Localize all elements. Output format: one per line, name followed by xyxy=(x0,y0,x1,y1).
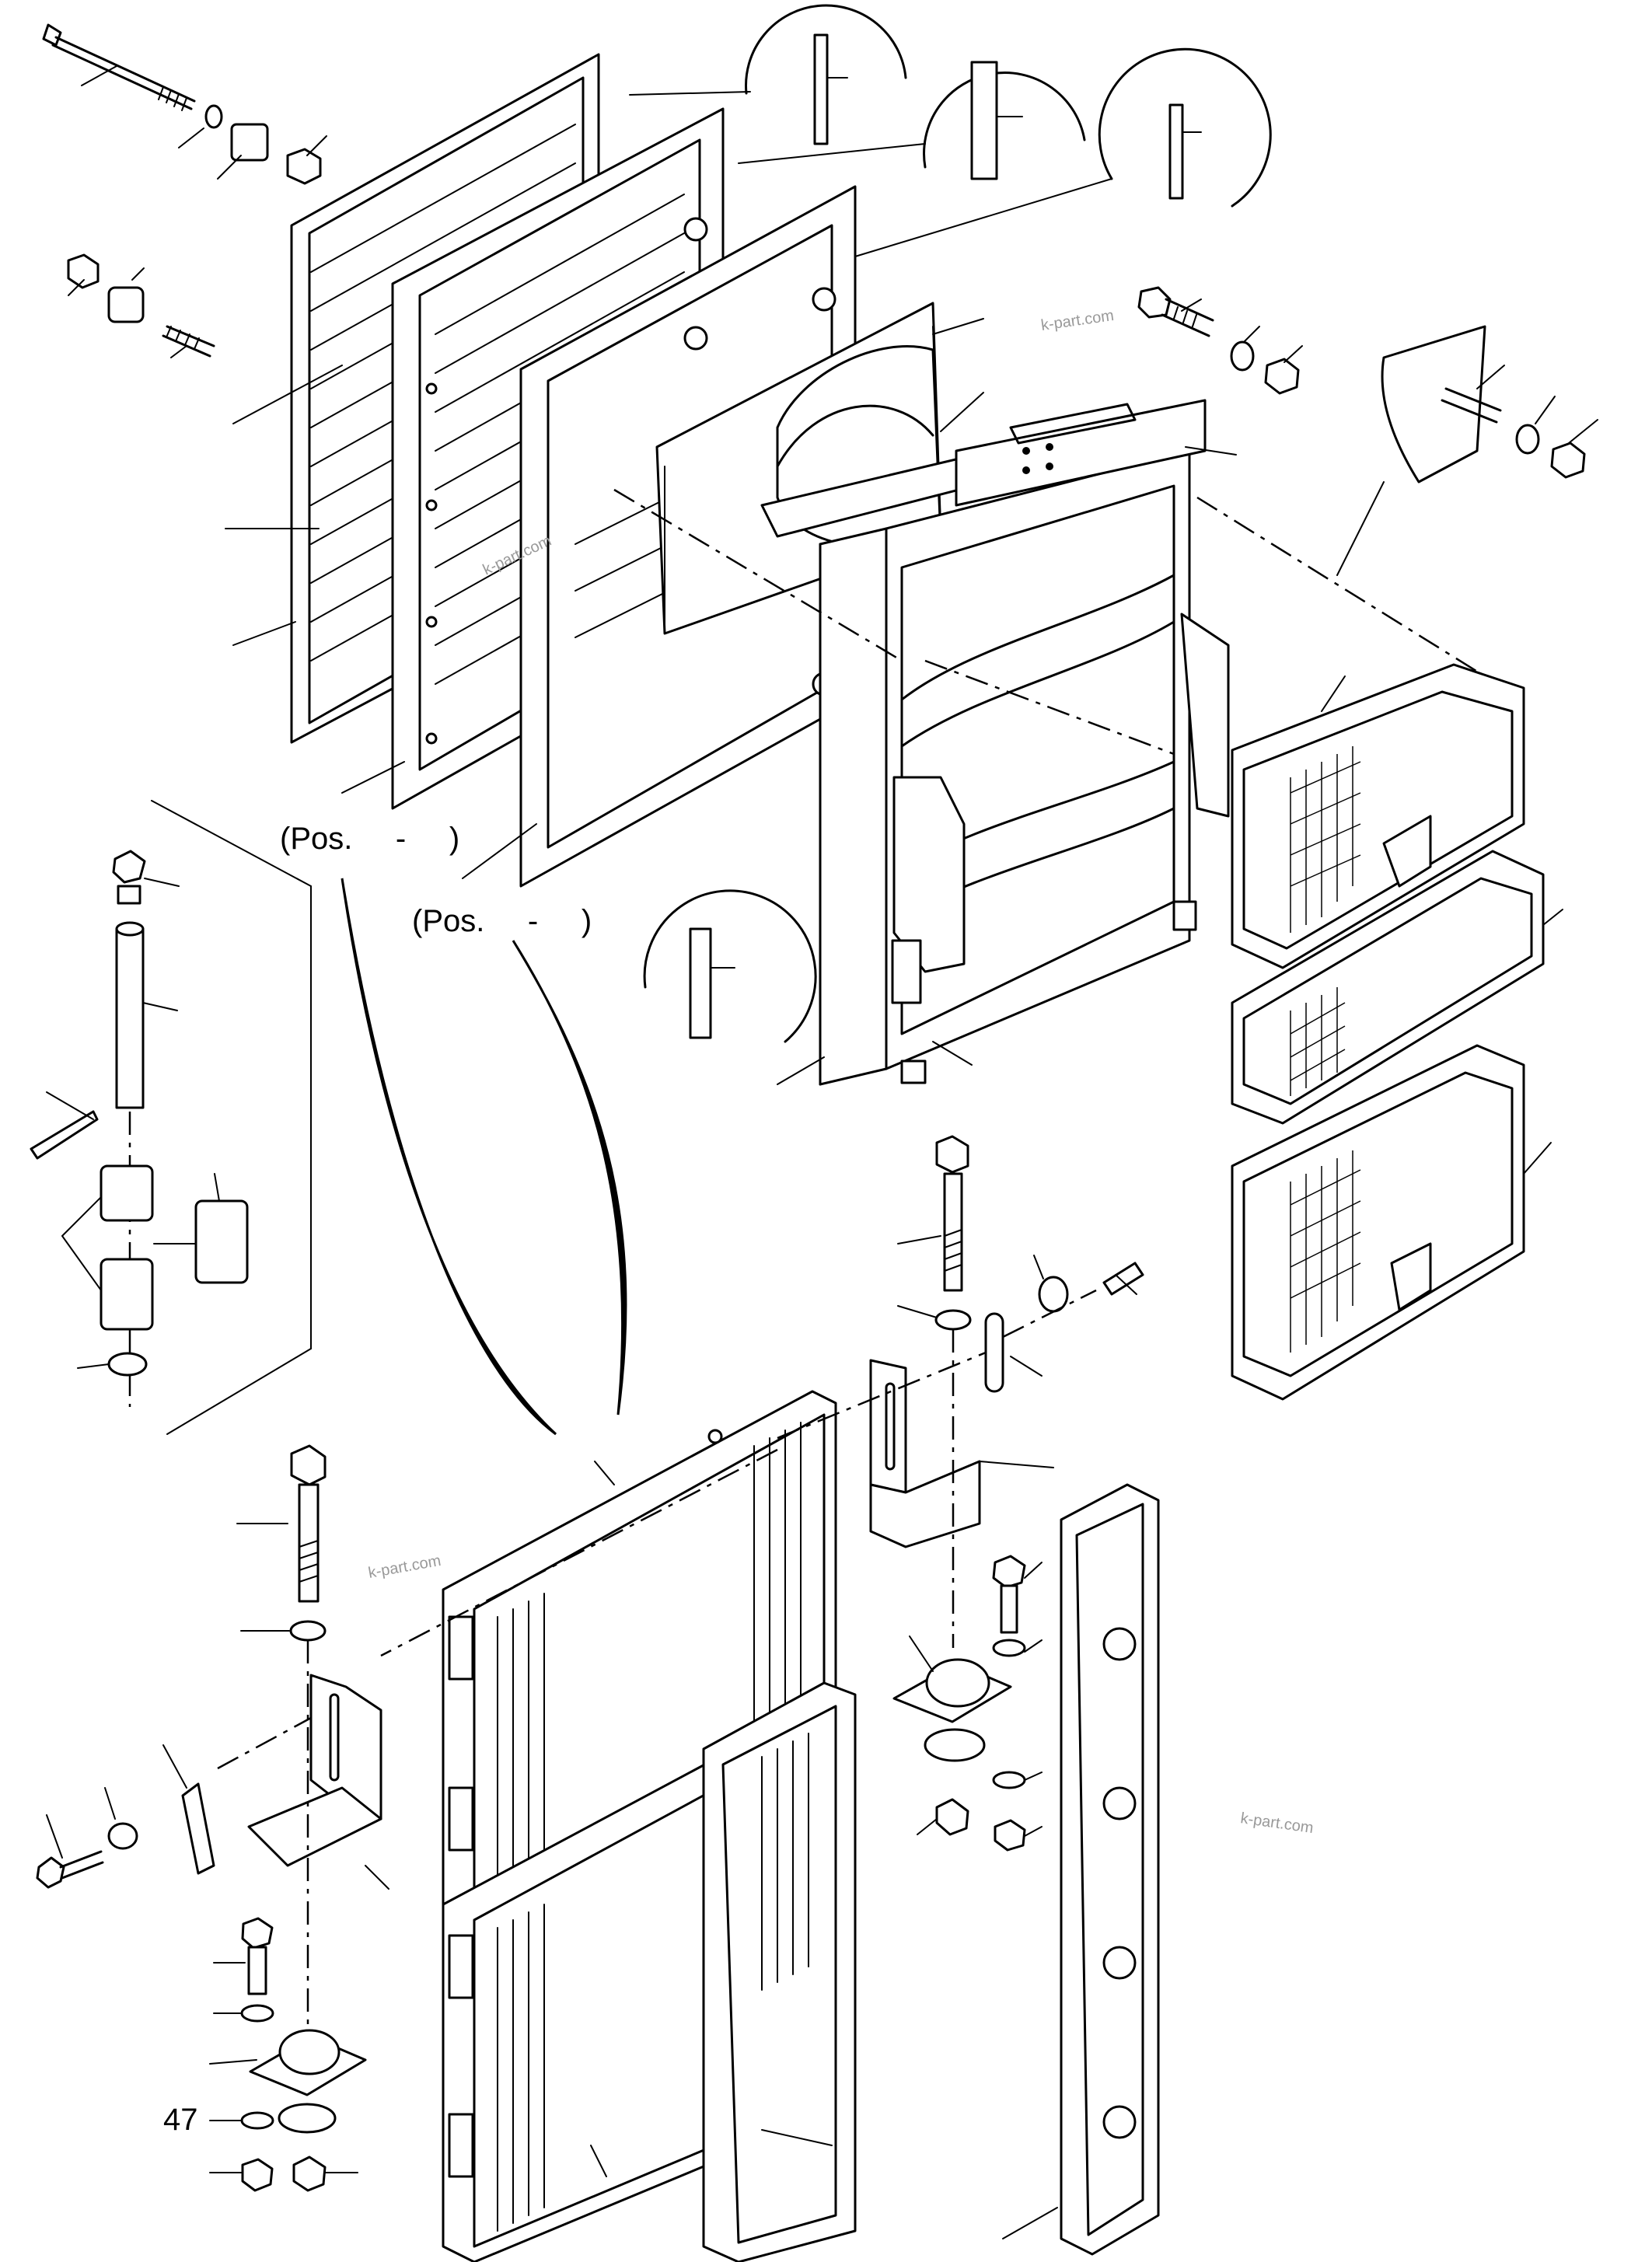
mesh-screen-3 xyxy=(1231,1044,1552,1401)
pin-detail-panel xyxy=(30,800,312,1435)
watermark: k-part.com xyxy=(367,1552,442,1582)
long-bolt-assembly xyxy=(42,23,327,185)
stud-assembly xyxy=(67,253,215,358)
side-bracket-rail xyxy=(1002,1483,1160,2256)
mesh-screen-1 xyxy=(1231,663,1525,969)
radiator-side-frame xyxy=(702,1681,857,2262)
section-detail-circle-lower xyxy=(643,889,817,1043)
mount-bracket-left xyxy=(36,1444,778,2037)
watermark: k-part.com xyxy=(1040,307,1116,334)
mount-bracket-right xyxy=(777,1135,1144,1648)
radiator-support-frame xyxy=(613,399,1486,1086)
mesh-screen-2 xyxy=(1231,850,1563,1125)
item-number-47: 47 xyxy=(163,2103,198,2137)
anti-vibration-mount-left xyxy=(209,1917,367,2192)
section-detail-circles xyxy=(629,4,1272,257)
wall-stud-assembly xyxy=(1336,325,1598,576)
curved-leader-arrows xyxy=(341,878,627,1436)
watermark: k-part.com xyxy=(1239,1810,1315,1837)
position-reference-label-2: (Pos. - ) xyxy=(412,904,592,938)
position-reference-label-1: (Pos. - ) xyxy=(280,822,459,856)
anti-vibration-mount-right xyxy=(892,1555,1043,1852)
frame-bolt-assembly xyxy=(1137,286,1303,395)
